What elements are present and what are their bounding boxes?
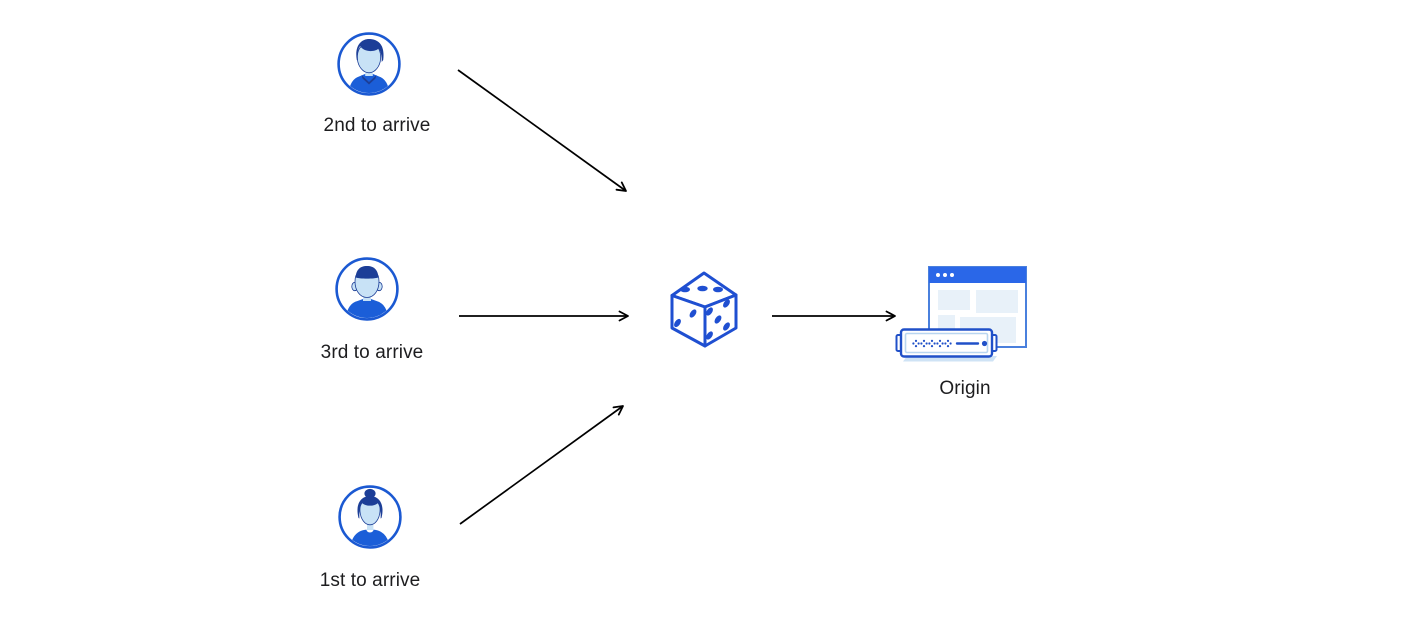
arrow-visitor-2nd-to-randomizer [457,69,627,192]
user-avatar-woman-icon [338,485,402,549]
origin-node [893,262,1038,367]
visitor-2nd-label: 2nd to arrive [323,115,431,136]
dice-icon [670,271,738,348]
user-avatar-man-icon [337,32,401,96]
browser-window-icon [928,266,1027,348]
visitor-3rd-node [335,257,399,321]
origin-server-icon [895,266,1027,362]
user-avatar-man-2-icon [335,257,399,321]
randomizer-node [662,266,746,356]
visitor-3rd-label: 3rd to arrive [320,342,424,363]
visitor-1st-label: 1st to arrive [319,570,421,591]
origin-label: Origin [939,378,991,399]
visitor-1st-node [338,485,402,549]
arrow-visitor-1st-to-randomizer [459,405,624,525]
server-icon [895,328,998,362]
visitor-2nd-node [337,32,401,96]
